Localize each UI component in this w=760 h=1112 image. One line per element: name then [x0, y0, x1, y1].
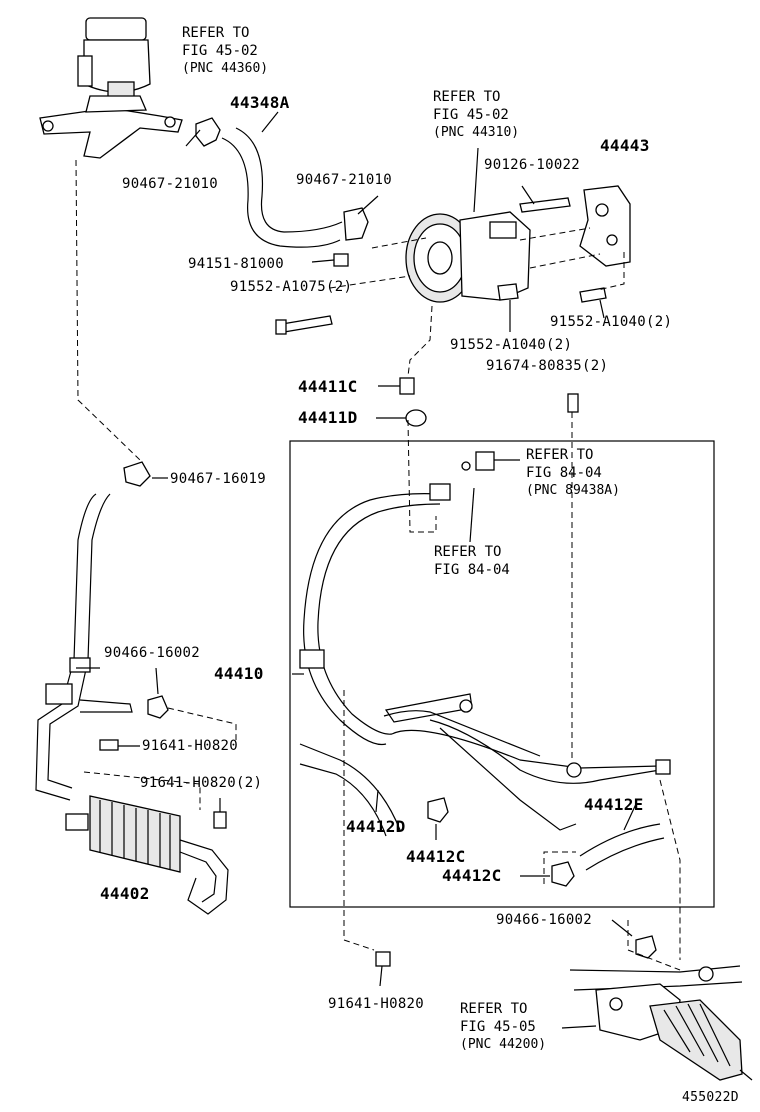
reference-line1: REFER TO [182, 25, 250, 41]
part-label-44412C-a[interactable]: 44412C [406, 847, 466, 866]
reference-line1: REFER TO [434, 544, 502, 560]
reference-pnc: (PNC 89438A) [526, 483, 620, 498]
part-label-91552-A1040-right[interactable]: 91552-A1040(2) [550, 314, 673, 330]
part-label-44412C-b[interactable]: 44412C [442, 866, 502, 885]
part-label-91641-H0820-c[interactable]: 91641-H0820 [328, 996, 425, 1012]
reference-line1: REFER TO [526, 447, 594, 463]
reference-gear[interactable]: REFER TO FIG 45-05 (PNC 44200) [460, 1000, 546, 1054]
part-label-91552-A1075[interactable]: 91552-A1075(2) [230, 279, 353, 295]
part-label-94151-81000[interactable]: 94151-81000 [188, 256, 285, 272]
oil-cooler-44402 [65, 771, 229, 915]
reference-pump[interactable]: REFER TO FIG 45-02 (PNC 44310) [433, 88, 519, 142]
reference-pnc: (PNC 44200) [460, 1037, 547, 1052]
part-label-44402[interactable]: 44402 [100, 884, 150, 903]
reference-line2: FIG 84-04 [526, 465, 602, 481]
bolt-91641-H0820-c [375, 951, 391, 967]
hose-clamp-top-left [195, 117, 221, 147]
diagram-id: 455022D [682, 1090, 739, 1105]
steering-gear [569, 965, 753, 1081]
gasket-44411D [405, 409, 427, 427]
clamp-90467-16019 [123, 461, 151, 487]
bolt-91552-A1040-right [579, 287, 607, 303]
reference-switch[interactable]: REFER TO FIG 84-04 [434, 543, 510, 579]
pressure-sensor [461, 451, 495, 471]
part-label-44412D[interactable]: 44412D [346, 817, 406, 836]
reference-line2: FIG 45-02 [182, 43, 258, 59]
bolt-91674-80835 [567, 393, 579, 413]
part-label-91674-80835[interactable]: 91674-80835(2) [486, 358, 609, 374]
part-label-90126-10022[interactable]: 90126-10022 [484, 157, 581, 173]
reference-line2: FIG 45-02 [433, 107, 509, 123]
reference-pnc: (PNC 44360) [182, 61, 269, 76]
clamp-90466-16002-b [635, 935, 657, 959]
bolt-91552-A1075 [275, 315, 333, 335]
reference-line2: FIG 45-05 [460, 1019, 536, 1035]
part-label-44410[interactable]: 44410 [214, 664, 264, 683]
return-hose-44412E [579, 823, 665, 871]
assembly-box-44410 [289, 440, 715, 908]
part-label-44412E[interactable]: 44412E [584, 795, 644, 814]
part-label-91552-A1040-center[interactable]: 91552-A1040(2) [450, 337, 573, 353]
hose-44348A [221, 127, 343, 248]
part-label-44348A[interactable]: 44348A [230, 93, 290, 112]
bolt-91552-A1040-center [497, 283, 519, 301]
reference-line1: REFER TO [460, 1001, 528, 1017]
bracket-44443 [579, 185, 631, 267]
pressure-hose-44410 [299, 483, 671, 831]
nut-94151-81000 [333, 253, 349, 267]
hose-clamp-pump [343, 207, 369, 241]
part-label-90467-21010-a[interactable]: 90467-21010 [122, 176, 219, 192]
reference-line1: REFER TO [433, 89, 501, 105]
return-hose-44412D [299, 743, 401, 837]
union-bolt-44411C [399, 377, 415, 395]
part-label-44411D[interactable]: 44411D [298, 408, 358, 427]
bolt-91641-H0820-b [213, 811, 227, 829]
bolt-90126-10022 [519, 197, 571, 213]
reference-reservoir[interactable]: REFER TO FIG 45-02 (PNC 44360) [182, 24, 268, 78]
part-label-90466-16002-a[interactable]: 90466-16002 [104, 645, 201, 661]
reference-pnc: (PNC 44310) [433, 125, 520, 140]
clamp-44412C-b [551, 861, 575, 887]
bolt-91641-H0820-a [99, 739, 119, 751]
clamp-44412C-a [427, 797, 449, 823]
power-steering-pump [405, 211, 531, 303]
clamp-90466-16002-a [147, 695, 169, 719]
part-label-44411C[interactable]: 44411C [298, 377, 358, 396]
cooler-tube [35, 493, 133, 801]
part-label-91641-H0820-b[interactable]: 91641-H0820(2) [140, 775, 263, 791]
part-label-44443[interactable]: 44443 [600, 136, 650, 155]
part-label-90466-16002-b[interactable]: 90466-16002 [496, 912, 593, 928]
part-label-90467-16019[interactable]: 90467-16019 [170, 471, 267, 487]
reservoir-tank [39, 17, 183, 159]
reference-line2: FIG 84-04 [434, 562, 510, 578]
part-label-90467-21010-b[interactable]: 90467-21010 [296, 172, 393, 188]
part-label-91641-H0820-a[interactable]: 91641-H0820 [142, 738, 239, 754]
reference-sensor[interactable]: REFER TO FIG 84-04 (PNC 89438A) [526, 446, 620, 500]
